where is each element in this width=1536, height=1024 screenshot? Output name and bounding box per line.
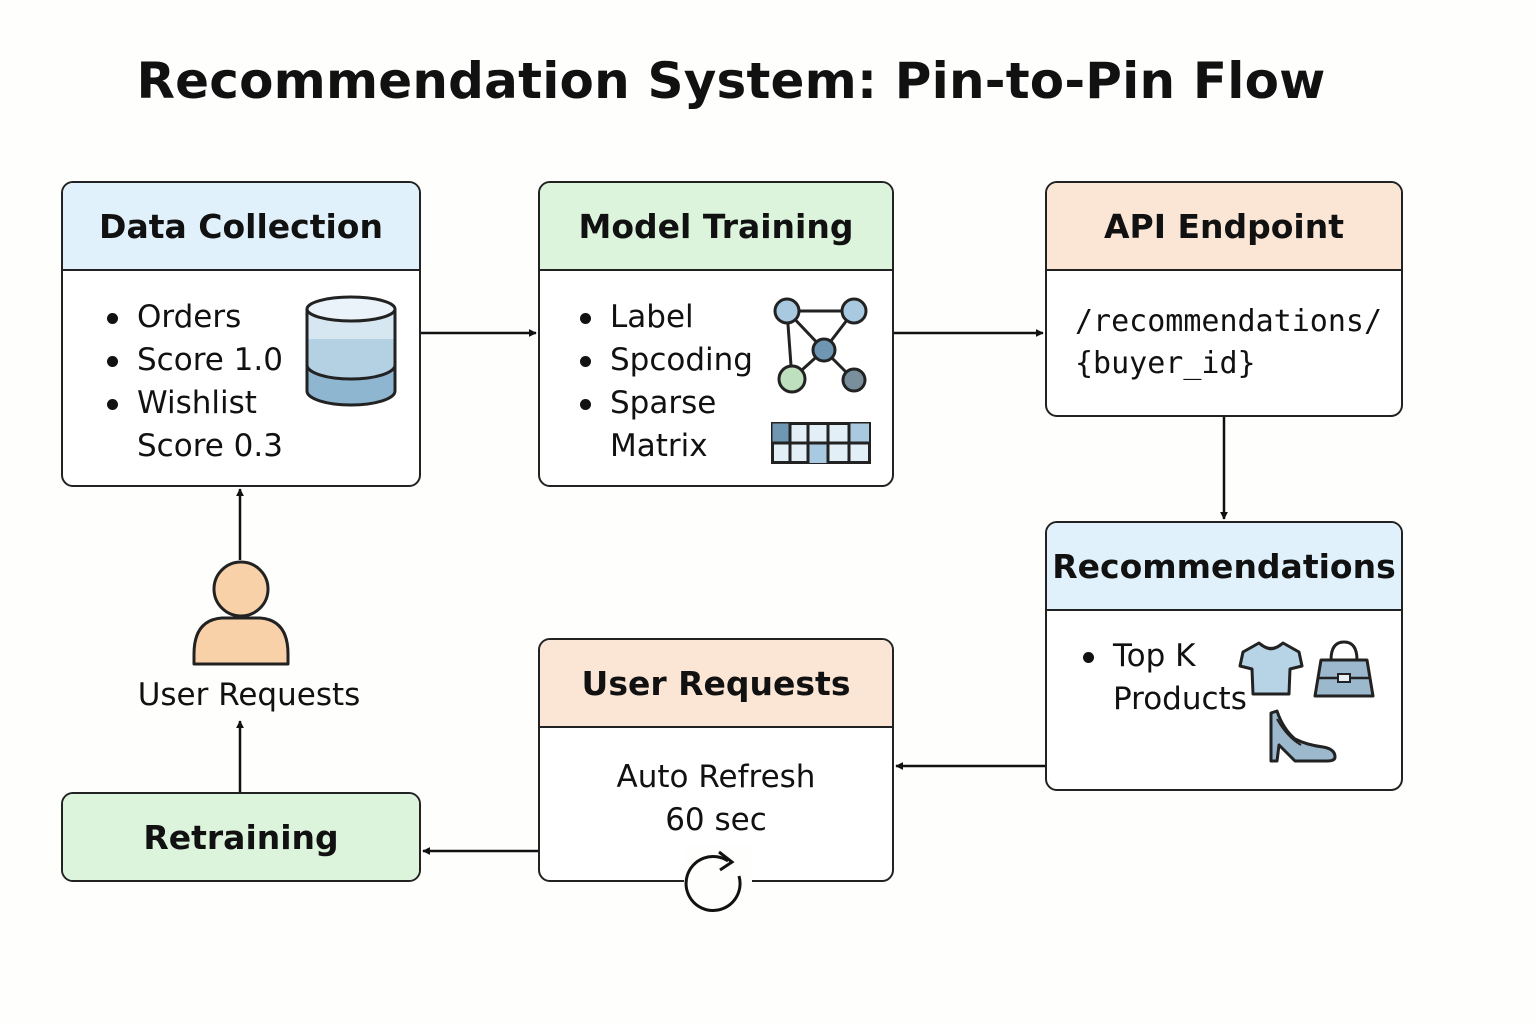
user-requests-box: User Requests Auto Refresh 60 sec [538,638,894,882]
list-item-continuation: Products [1113,681,1247,717]
list-item: Orders [103,296,283,339]
list-item: Sparse [576,382,753,425]
list-item: Score 1.0 [103,339,283,382]
auto-refresh-label: Auto Refresh [616,759,816,795]
retraining-box: Retraining [61,792,421,882]
endpoint-path-line2: {buyer_id} [1075,346,1256,381]
database-icon [305,295,397,407]
user-requests-heading: User Requests [540,640,892,728]
tshirt-icon [1238,641,1304,696]
recommendations-heading: Recommendations [1047,523,1401,611]
model-training-heading: Model Training [540,183,892,271]
endpoint-path-line1: /recommendations/ [1075,304,1383,339]
handbag-icon [1313,640,1375,698]
model-training-box: Model Training Label Spcoding Sparse Mat… [538,181,894,487]
retraining-heading: Retraining [63,794,419,880]
refresh-interval-label: 60 sec [665,802,767,838]
data-collection-box: Data Collection Orders Score 1.0 Wishlis… [61,181,421,487]
high-heel-icon [1269,709,1337,763]
sparse-matrix-icon [771,422,871,464]
refresh-icon [684,846,752,920]
list-item: Wishlist [103,382,283,425]
model-training-list: Label Spcoding Sparse Matrix [576,296,753,468]
list-item: Spcoding [576,339,753,382]
diagram-title: Recommendation System: Pin-to-Pin Flow [136,52,1326,110]
recommendations-box: Recommendations Top K Products [1045,521,1403,791]
recommendations-list: Top K Products [1079,635,1247,721]
user-requests-label: User Requests [137,677,361,713]
user-icon [192,560,290,666]
data-collection-list: Orders Score 1.0 Wishlist Score 0.3 [103,296,283,468]
data-collection-heading: Data Collection [63,183,419,271]
list-item: Label [576,296,753,339]
list-item: Top K [1079,635,1247,678]
graph-network-icon [773,297,868,394]
list-item-continuation: Score 0.3 [137,428,283,464]
list-item-continuation: Matrix [610,428,708,464]
api-endpoint-box: API Endpoint /recommendations/ {buyer_id… [1045,181,1403,417]
api-endpoint-heading: API Endpoint [1047,183,1401,271]
